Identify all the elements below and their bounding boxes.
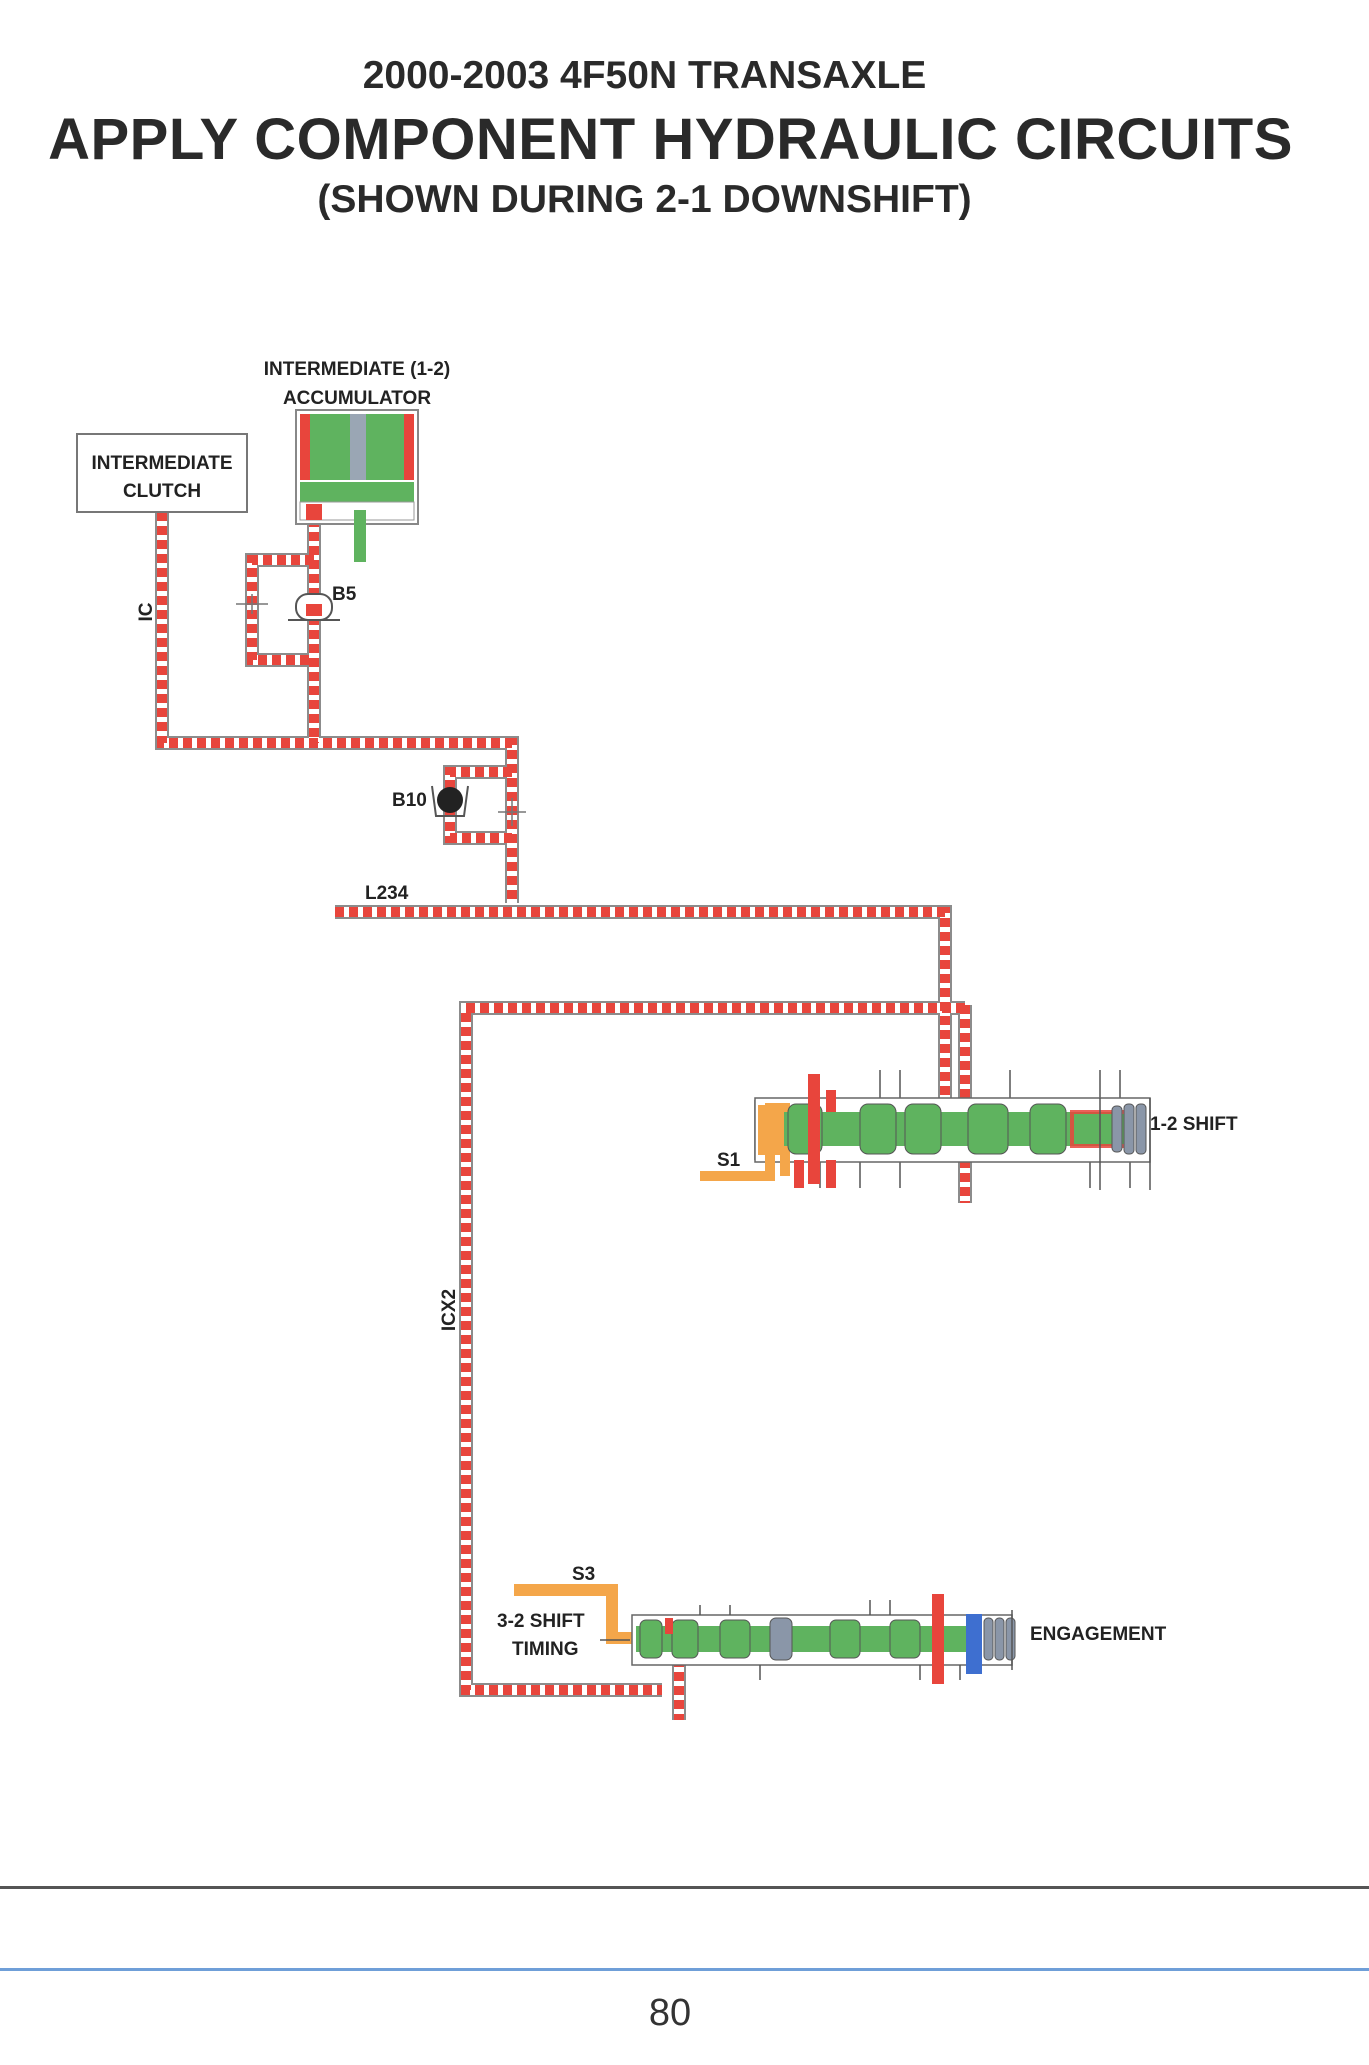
accumulator-label-line2: ACCUMULATOR — [283, 388, 431, 409]
intermediate-clutch: INTERMEDIATE CLUTCH — [76, 433, 248, 513]
icx2-label: ICX2 — [439, 1289, 460, 1331]
clutch-label-line1: INTERMEDIATE — [91, 453, 232, 474]
clutch-label-line2: CLUTCH — [123, 481, 201, 502]
s3-label: S3 — [572, 1564, 595, 1585]
valve-32-label-line2: TIMING — [512, 1639, 579, 1660]
page-title: APPLY COMPONENT HYDRAULIC CIRCUITS — [48, 107, 1293, 172]
accumulator-label-line1: INTERMEDIATE (1-2) — [264, 359, 450, 380]
l234-label: L234 — [365, 883, 409, 904]
check-ball-b10: B10 — [392, 785, 526, 826]
hydraulic-circuit-diagram: INTERMEDIATE CLUTCH INTERMEDIATE (1-2) A… — [76, 359, 1238, 1720]
ic-label: IC — [136, 602, 157, 621]
page-number: 80 — [648, 1992, 692, 2034]
s1-label: S1 — [717, 1150, 741, 1171]
footer-blue-rule — [0, 1968, 1369, 1971]
header-model: 2000-2003 4F50N TRANSAXLE — [362, 54, 927, 97]
footer-divider — [0, 1886, 1369, 1889]
page-subtitle: (SHOWN DURING 2-1 DOWNSHIFT) — [317, 178, 972, 221]
b5-label: B5 — [332, 584, 357, 605]
valve-1-2-shift: S1 1-2 SHIFT — [700, 1070, 1238, 1190]
valve-32-label-line1: 3-2 SHIFT — [497, 1611, 585, 1632]
valve-12shift-label: 1-2 SHIFT — [1150, 1114, 1238, 1135]
check-ball-b5: B5 — [236, 584, 357, 621]
valve-3-2-shift-timing: S3 3-2 SHIFT TIMING ENGAGEMENT — [497, 1564, 1167, 1684]
valve-engagement-label: ENGAGEMENT — [1030, 1624, 1167, 1645]
intermediate-accumulator: INTERMEDIATE (1-2) ACCUMULATOR — [264, 359, 450, 562]
b10-label: B10 — [392, 790, 427, 811]
